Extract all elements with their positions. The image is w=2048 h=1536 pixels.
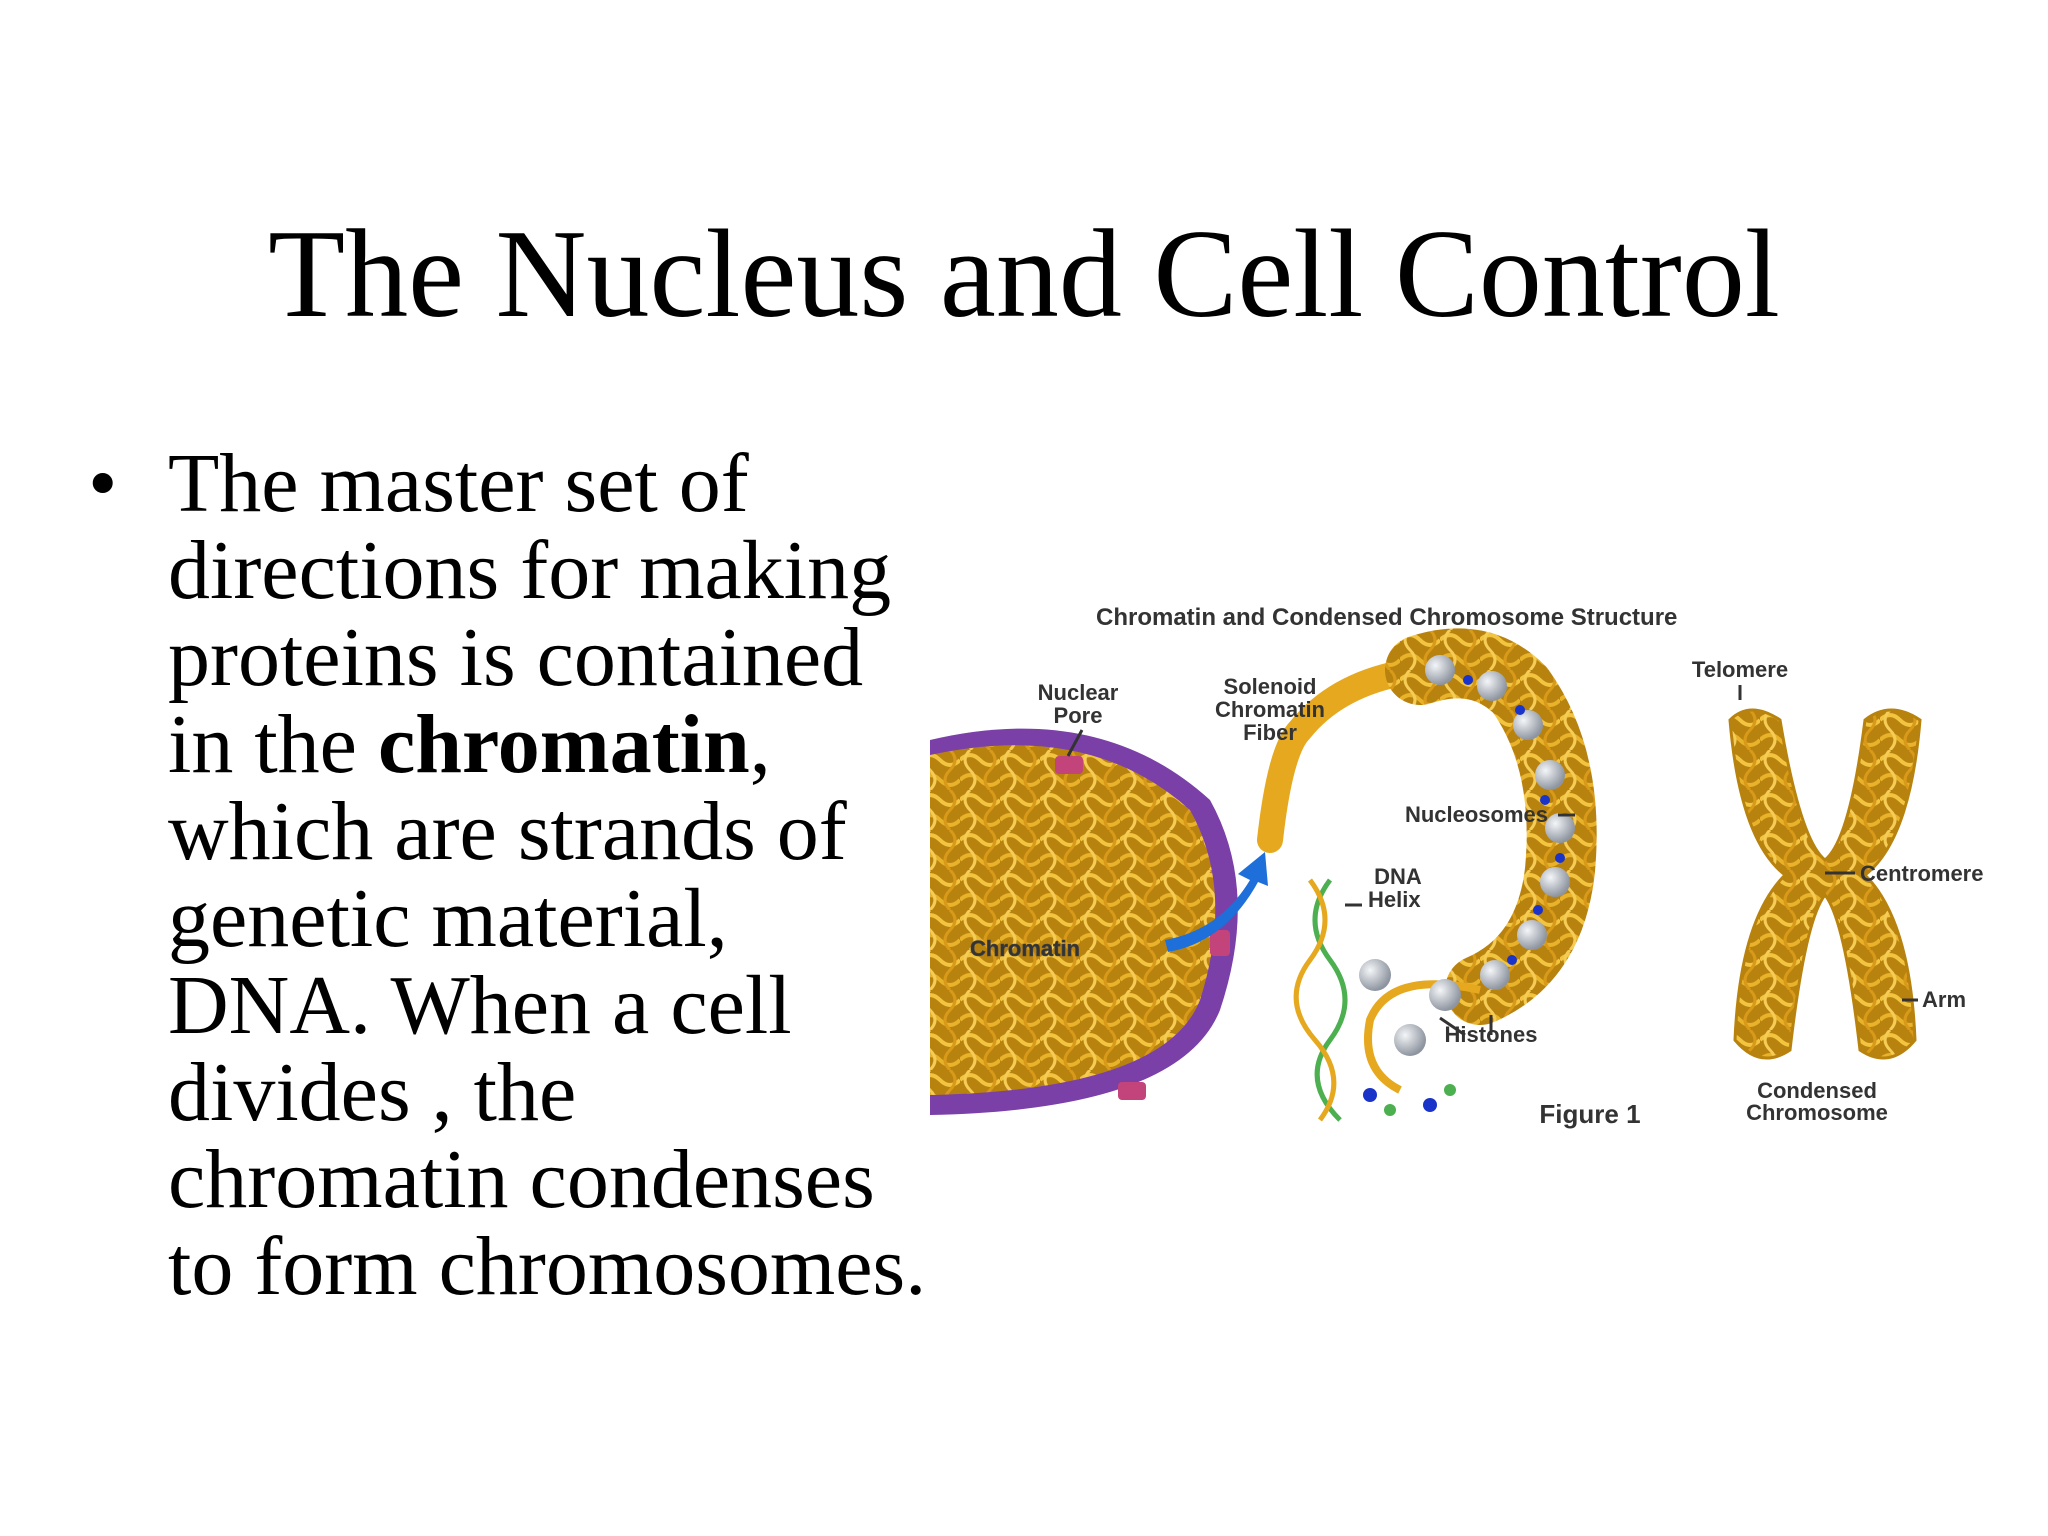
centromere-label: Centromere xyxy=(1860,861,1983,886)
nuclear-pore-icon xyxy=(1055,756,1083,774)
bullet-bold-term: chromatin xyxy=(377,698,750,791)
arm-label: Arm xyxy=(1922,987,1966,1012)
chromatin-figure: Chromatin xyxy=(920,590,2048,1150)
slide-title: The Nucleus and Cell Control xyxy=(268,205,1780,344)
solenoid-label-line1: Solenoid xyxy=(1224,674,1317,699)
chromatin-mass xyxy=(930,745,1216,1095)
histones-label: Histones xyxy=(1445,1022,1538,1047)
condensed-label-line1: Condensed xyxy=(1757,1078,1877,1103)
nucleosome-beads xyxy=(1425,655,1575,990)
dna-helix xyxy=(1293,878,1456,1122)
histone-bead xyxy=(1429,979,1461,1011)
histone-bead xyxy=(1394,1024,1426,1056)
chromatin-label: Chromatin xyxy=(970,936,1080,961)
label-leader xyxy=(1066,729,1084,757)
label-leader xyxy=(1439,1016,1466,1037)
nucleus-cutaway: Chromatin xyxy=(930,728,1238,1115)
nuclear-pore-label-line1: Nuclear xyxy=(1038,680,1119,705)
nuclear-pore-icon xyxy=(1210,930,1230,956)
solenoid-fiber xyxy=(1257,657,1433,853)
telomere-label: Telomere xyxy=(1692,657,1788,682)
condensed-label-line2: Chromosome xyxy=(1746,1100,1888,1125)
arrow-icon xyxy=(1165,852,1268,952)
bullet-marker: • xyxy=(88,437,118,530)
condensed-chromosome xyxy=(1728,708,1922,1060)
dna-helix-label-line2: Helix xyxy=(1368,887,1421,912)
solenoid-label-line2: Chromatin xyxy=(1215,697,1325,722)
nuclear-pore-icon xyxy=(1118,1082,1146,1100)
histone-bead xyxy=(1359,959,1391,991)
solenoid-label-line3: Fiber xyxy=(1243,720,1297,745)
chromatin-diagram: Chromatin xyxy=(930,604,1983,1129)
nuclear-pore-label-line2: Pore xyxy=(1054,703,1103,728)
bullet-item: The master set of directions for making … xyxy=(168,440,928,1310)
figure-number: Figure 1 xyxy=(1539,1099,1640,1129)
bullet-text-start: The master set of directions for making … xyxy=(168,437,892,791)
nucleosomes-label: Nucleosomes xyxy=(1405,802,1548,827)
figure-title: Chromatin and Condensed Chromosome Struc… xyxy=(1096,604,1677,631)
bullet-text-end: , which are strands of genetic material,… xyxy=(168,698,927,1313)
dna-helix-label-line1: DNA xyxy=(1374,864,1422,889)
